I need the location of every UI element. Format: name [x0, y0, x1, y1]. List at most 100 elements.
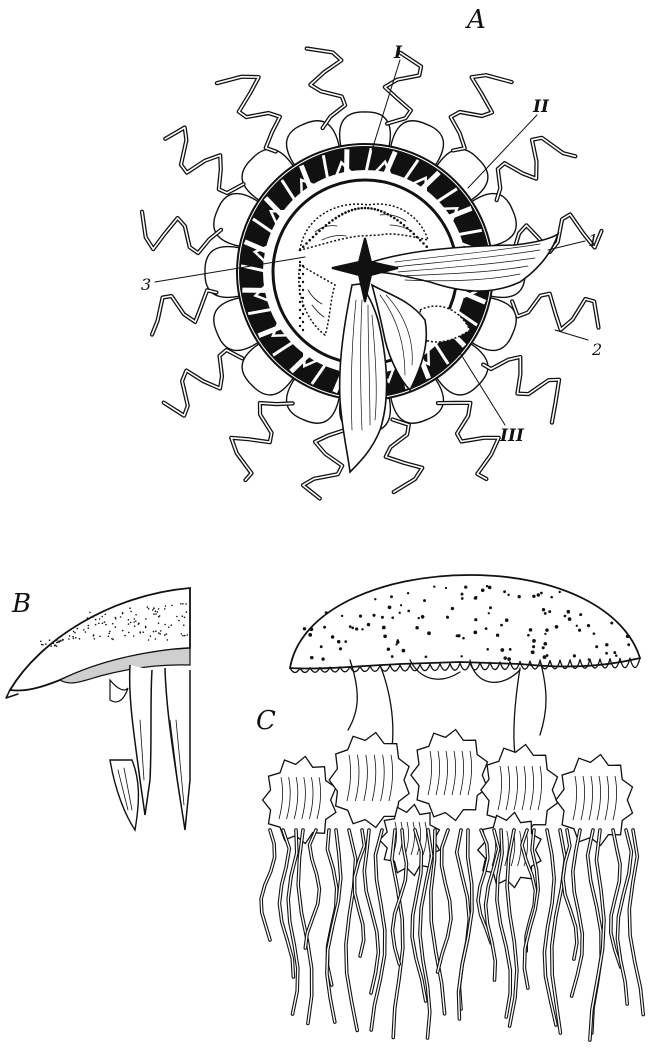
- umbrella-dot: [303, 627, 306, 630]
- frill-dot: [325, 224, 328, 227]
- umbrella-dot: [576, 625, 578, 627]
- umbrella-dot: [605, 643, 608, 646]
- umbrella-dot: [427, 631, 431, 635]
- stipple-dot: [85, 631, 87, 633]
- label-1: 1: [588, 231, 598, 250]
- tentacle-strand-core: [279, 830, 293, 977]
- stipple-dot: [182, 615, 184, 617]
- umbrella-dot: [488, 612, 490, 614]
- stipple-dot: [168, 627, 170, 629]
- umbrella-dot: [331, 635, 334, 638]
- umbrella-dot: [339, 647, 342, 650]
- frill-dot: [299, 249, 302, 252]
- tentacle: [307, 49, 345, 129]
- umbrella-dot: [433, 586, 435, 588]
- stipple-dot: [88, 627, 90, 629]
- stipple-dot: [153, 613, 155, 615]
- stipple-dot: [134, 625, 136, 627]
- umbrella-dot: [485, 627, 488, 630]
- umbrella-dot: [496, 634, 499, 637]
- stipple-dot: [135, 614, 137, 616]
- umbrella-dot: [349, 625, 352, 628]
- stipple-dot: [133, 621, 135, 623]
- stipple-dot: [133, 635, 135, 637]
- stipple-dot: [93, 635, 95, 637]
- frill-dot: [383, 211, 386, 214]
- manubrium-right: [165, 668, 190, 830]
- label-3: 3: [141, 275, 151, 294]
- umbrella-dot: [456, 634, 459, 637]
- stipple-dot: [73, 638, 75, 640]
- stipple-dot: [102, 623, 104, 625]
- stipple-dot: [99, 618, 101, 620]
- frill-dot: [299, 269, 301, 271]
- umbrella-dot: [573, 654, 576, 657]
- umbrella-dot: [355, 627, 358, 630]
- stipple-dot: [155, 630, 157, 632]
- frill-dot: [302, 297, 304, 299]
- umbrella-dot: [388, 605, 392, 609]
- frill-dot: [386, 213, 389, 216]
- stipple-dot: [115, 626, 117, 628]
- stipple-dot: [60, 640, 62, 642]
- stipple-dot: [153, 608, 155, 610]
- frill-dot: [351, 209, 354, 212]
- umbrella-dot: [578, 629, 581, 632]
- frill-dot: [302, 329, 304, 331]
- stipple-dot: [167, 639, 169, 641]
- stipple-dot: [182, 603, 184, 605]
- umbrella-dot: [395, 643, 397, 645]
- stipple-dot: [56, 639, 58, 641]
- umbrella-dot: [310, 627, 314, 631]
- stipple-dot: [109, 631, 111, 633]
- umbrella-dot: [500, 648, 504, 652]
- frill-dot: [299, 309, 301, 311]
- oral-cluster: [263, 756, 336, 843]
- umbrella-dot: [320, 645, 323, 648]
- frill-dot: [302, 321, 304, 323]
- stipple-dot: [124, 635, 126, 637]
- umbrella-dot: [462, 637, 465, 640]
- frill-dot: [341, 213, 344, 216]
- umbrella-dot: [503, 590, 506, 593]
- stipple-dot: [155, 638, 157, 640]
- frill-dot: [396, 219, 399, 222]
- stipple-dot: [152, 609, 154, 611]
- stipple-dot: [145, 626, 147, 628]
- stipple-dot: [104, 621, 106, 623]
- stipple-dot: [62, 639, 64, 641]
- tentacle: [386, 420, 423, 493]
- umbrella-dot: [381, 616, 384, 619]
- stipple-dot: [56, 642, 58, 644]
- tentacle-strand-core: [346, 830, 357, 1030]
- frill-dot: [364, 207, 367, 210]
- umbrella-dot: [397, 639, 399, 641]
- stipple-dot: [89, 612, 91, 614]
- frill-dot: [399, 221, 402, 224]
- umbrella-dot: [564, 615, 567, 618]
- stipple-dot: [187, 634, 189, 636]
- stipple-dot: [83, 629, 85, 631]
- stipple-dot: [122, 612, 124, 614]
- stipple-dot: [184, 635, 186, 637]
- stipple-dot: [129, 607, 131, 609]
- umbrella-dot: [509, 648, 512, 651]
- frill-dot: [406, 227, 409, 230]
- stipple-dot: [186, 611, 188, 613]
- umbrella-dot: [626, 635, 630, 639]
- stipple-dot: [95, 619, 97, 621]
- frill-dot: [299, 277, 301, 279]
- umbrella-dot: [613, 651, 616, 654]
- umbrella-dot: [323, 626, 326, 629]
- hanging-tentacles: [261, 830, 643, 1040]
- stipple-dot: [164, 608, 166, 610]
- frill-dot: [299, 325, 301, 327]
- umbrella-dot: [532, 639, 536, 643]
- stipple-dot: [88, 625, 90, 627]
- stipple-dot: [79, 638, 81, 640]
- stipple-dot: [158, 622, 160, 624]
- frill-dot: [302, 281, 304, 283]
- gonad-fold: [110, 680, 128, 702]
